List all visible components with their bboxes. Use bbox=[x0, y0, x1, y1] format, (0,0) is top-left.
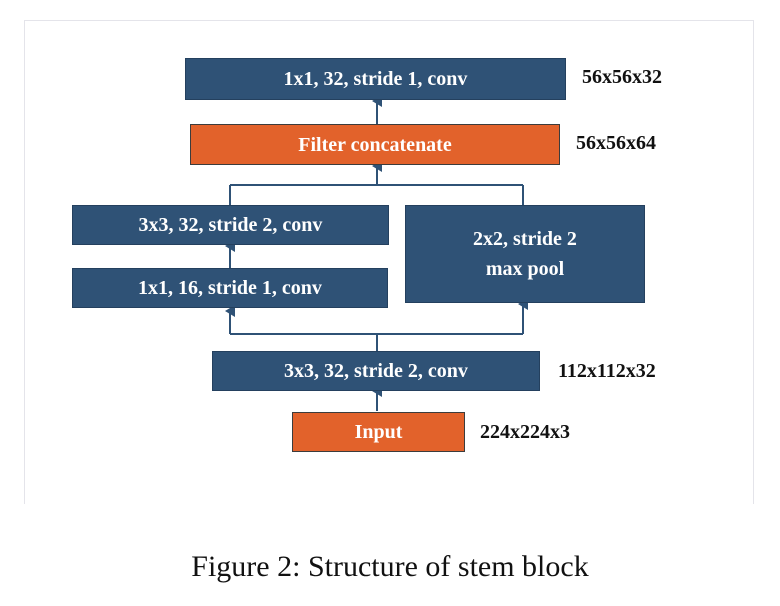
dim-stem: 112x112x32 bbox=[558, 360, 656, 382]
node-input-label: Input bbox=[354, 421, 403, 443]
node-conv-1x1-16: 1x1, 16, stride 1, conv bbox=[72, 268, 388, 308]
node-maxpool: 2x2, stride 2 max pool bbox=[405, 205, 645, 303]
node-conv-1x1-32-label: 1x1, 32, stride 1, conv bbox=[283, 68, 468, 90]
node-input: Input bbox=[292, 412, 465, 452]
node-conv-3x3-32-branch: 3x3, 32, stride 2, conv bbox=[72, 205, 389, 245]
node-conv-3x3-32-branch-label: 3x3, 32, stride 2, conv bbox=[138, 214, 323, 236]
node-filter-concatenate-label: Filter concatenate bbox=[298, 133, 452, 156]
dim-input: 224x224x3 bbox=[480, 421, 570, 443]
dim-output: 56x56x32 bbox=[582, 66, 662, 88]
node-conv-1x1-32: 1x1, 32, stride 1, conv bbox=[185, 58, 566, 100]
node-maxpool-label-line2: max pool bbox=[485, 258, 565, 280]
figure-caption: Figure 2: Structure of stem block bbox=[191, 550, 589, 583]
dim-concat: 56x56x64 bbox=[576, 132, 656, 154]
node-conv-1x1-16-label: 1x1, 16, stride 1, conv bbox=[138, 277, 322, 299]
node-conv-3x3-32-stem: 3x3, 32, stride 2, conv bbox=[212, 351, 540, 391]
figure-frame bbox=[24, 20, 754, 504]
node-conv-3x3-32-stem-label: 3x3, 32, stride 2, conv bbox=[284, 360, 468, 382]
node-filter-concatenate: Filter concatenate bbox=[190, 124, 560, 165]
node-maxpool-label-line1: 2x2, stride 2 bbox=[473, 228, 577, 250]
